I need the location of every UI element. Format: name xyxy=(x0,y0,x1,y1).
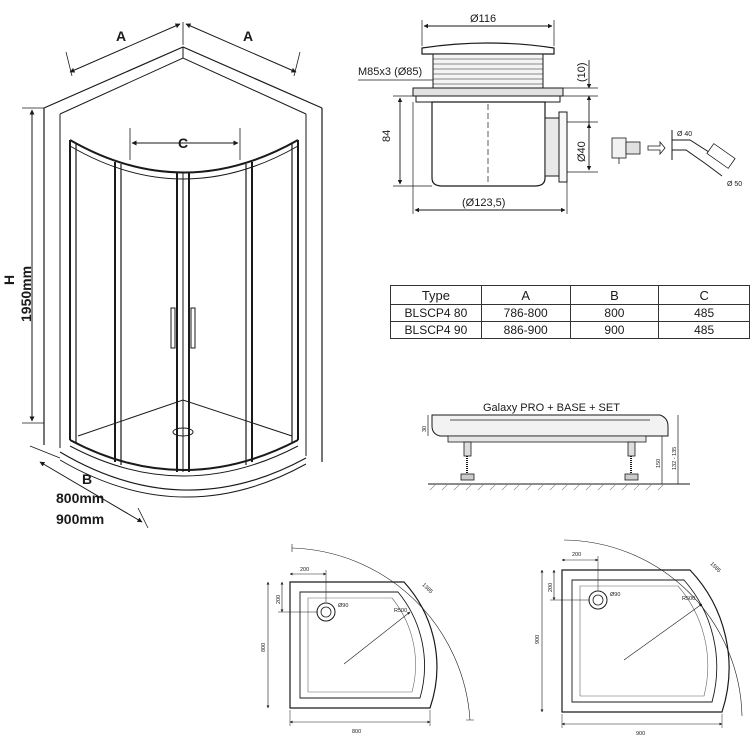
table-cell: 800 xyxy=(569,304,660,322)
dim-c-label: C xyxy=(178,135,188,151)
dim-a-right-label: A xyxy=(243,28,253,44)
tray-800-radius-label: R500 xyxy=(394,608,407,614)
outlet-diameter-label: Ø40 xyxy=(576,141,588,162)
table-cell: 485 xyxy=(658,321,750,339)
tray-900-drain-label: Ø90 xyxy=(610,592,620,598)
tray-profile-drawing: Galaxy PRO + BASE + SET 30 xyxy=(422,402,690,491)
table-row: BLSCP4 80 786-800 800 485 xyxy=(390,304,750,322)
spec-table-header: Type xyxy=(390,285,482,305)
rim-height-label: 30 xyxy=(422,426,428,432)
spec-table: Type A B C BLSCP4 80 786-800 800 485 BLS… xyxy=(390,285,750,339)
spec-table-header: B xyxy=(569,285,660,305)
dim-a-left-label: A xyxy=(116,28,126,44)
depth-800-value: 800mm xyxy=(56,490,104,506)
tray-900-arc-label: 1585 xyxy=(709,561,722,574)
spec-table-header: C xyxy=(658,285,750,305)
tray-900-offset-x-label: 200 xyxy=(572,552,581,558)
tray-800-arc-label: 1385 xyxy=(421,582,434,595)
tray-800-depth-label: 800 xyxy=(261,643,267,652)
table-cell: 900 xyxy=(569,321,660,339)
tray-800-offset-y-label: 200 xyxy=(276,595,282,604)
table-cell: BLSCP4 80 xyxy=(390,304,482,322)
spec-table-header: A xyxy=(480,285,571,305)
tray-800-width-label: 800 xyxy=(352,729,361,735)
table-cell: 485 xyxy=(658,304,750,322)
tray-900-radius-label: R500 xyxy=(682,596,695,602)
spec-table-header-row: Type A B C xyxy=(390,285,750,305)
shower-enclosure-drawing: A A C H 1950mm B 800mm 900mm xyxy=(1,22,323,529)
tray-800-plan: 1385 200 200 Ø90 R500 800 800 xyxy=(261,544,474,735)
table-row: BLSCP4 90 886-900 900 485 xyxy=(390,321,750,339)
table-cell: 886-900 xyxy=(480,321,571,339)
height-range-label: 132 - 135 xyxy=(672,447,678,470)
waste-drain-drawing: Ø116 M85x3 (Ø85) (10) 84 Ø40 (Ø123,5) xyxy=(358,13,742,214)
height-value: 1950mm xyxy=(18,266,34,322)
hose-diam-50-label: Ø 50 xyxy=(727,181,742,188)
body-height-label: 84 xyxy=(381,130,393,142)
collar-height-label: (10) xyxy=(576,62,588,82)
top-diameter-label: Ø116 xyxy=(470,13,496,25)
tray-900-width-label: 900 xyxy=(636,731,645,737)
table-cell: BLSCP4 90 xyxy=(390,321,482,339)
base-diameter-label: (Ø123,5) xyxy=(462,197,505,209)
tray-900-offset-y-label: 200 xyxy=(548,583,554,592)
table-cell: 786-800 xyxy=(480,304,571,322)
dim-h-label: H xyxy=(1,275,17,285)
tray-900-plan: 1585 200 200 Ø90 R500 900 900 xyxy=(535,539,743,737)
dim-b-label: B xyxy=(82,471,92,487)
leg-height-label: 150 xyxy=(656,459,662,468)
tray-800-drain-label: Ø90 xyxy=(338,603,348,609)
depth-900-value: 900mm xyxy=(56,511,104,527)
thread-label: M85x3 (Ø85) xyxy=(358,66,422,78)
hose-diam-40-label: Ø 40 xyxy=(677,131,692,138)
tray-800-offset-x-label: 200 xyxy=(300,567,309,573)
tray-900-depth-label: 900 xyxy=(535,635,541,644)
tray-profile-title: Galaxy PRO + BASE + SET xyxy=(483,402,620,414)
hose-connector-drawing: Ø 40 Ø 50 xyxy=(611,130,742,188)
